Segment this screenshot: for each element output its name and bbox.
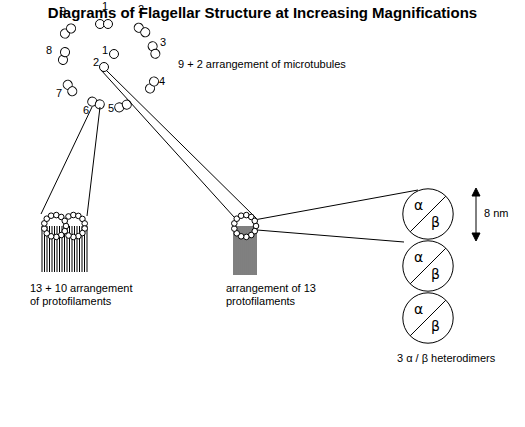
leader-line (257, 230, 404, 242)
subunit-label: α (414, 250, 423, 264)
callout-number: 9 (60, 5, 66, 18)
doublet (61, 78, 78, 97)
heterodimer-outline (402, 188, 454, 240)
tubule (139, 26, 152, 39)
part-label: arrangement of 13 protofilaments (226, 282, 326, 308)
heterodimer-circle: αβ (402, 188, 454, 240)
doublet (57, 47, 70, 66)
doublet-tube-walls (42, 226, 87, 272)
leader-line (107, 71, 257, 219)
doublet (132, 21, 151, 38)
subunit-label: β (431, 267, 440, 281)
doublet (144, 75, 160, 94)
protofilament-line (57, 226, 58, 272)
tubule (150, 48, 162, 60)
microtubule-ring (232, 212, 259, 239)
protofilament (48, 213, 54, 219)
callout-number: 2 (93, 56, 99, 69)
subunit-label: β (431, 215, 440, 229)
callout-number: 1 (102, 44, 108, 57)
protofilament-line (54, 226, 55, 272)
protofilament (238, 213, 244, 219)
microtubule-wall (234, 226, 256, 275)
callout-number: 6 (83, 104, 89, 117)
protofilament (252, 218, 258, 224)
tubule (60, 47, 71, 58)
protofilament-line (42, 226, 43, 272)
heterodimer-circle: αβ (402, 292, 454, 344)
arrow-head (472, 188, 480, 196)
protofilament (244, 234, 250, 240)
diagram-title: Diagrams of Flagellar Structure at Incre… (0, 4, 525, 21)
heterodimer-outline (402, 292, 454, 344)
protofilament-line (244, 226, 245, 275)
leader-line (87, 107, 100, 216)
part-label: 9 + 2 arrangement of microtubules (178, 58, 346, 71)
heterodimer-outline (402, 240, 454, 292)
doublet (86, 96, 105, 110)
heterodimer-circle: αβ (402, 240, 454, 292)
arrow-head (472, 233, 480, 241)
subunit-label: α (414, 198, 423, 212)
callout-number: 3 (160, 36, 166, 49)
microtubule-doublets (57, 20, 161, 114)
part-label: 13 + 10 arrangement of protofilaments (30, 282, 138, 308)
protofilament (62, 218, 68, 224)
callout-number: 2 (138, 3, 144, 16)
callout-number: 5 (108, 102, 114, 115)
tubule (121, 99, 133, 111)
protofilament-line (248, 226, 249, 275)
central-microtubule (110, 50, 119, 59)
subunit-divider (410, 300, 446, 336)
heterodimer-circle-outline (403, 241, 453, 291)
dimension-label: 8 nm (484, 207, 508, 220)
leader-line (101, 70, 234, 217)
protofilament-line (74, 226, 75, 272)
protofilament (54, 234, 60, 240)
callout-number: 7 (56, 87, 62, 100)
leader-line (254, 190, 418, 220)
tubule (65, 22, 78, 35)
dimension-arrow (472, 188, 480, 241)
subunit-divider (410, 196, 446, 232)
part-label: 3 α / β heterodimers (397, 352, 495, 365)
subunit-label: α (414, 302, 423, 316)
subunit-label: β (431, 319, 440, 333)
leader-line (41, 107, 92, 214)
a-tubule-ring (42, 212, 69, 239)
dimension-line (476, 193, 477, 236)
protofilament-line (52, 226, 53, 272)
tubule (148, 75, 160, 87)
callout-number: 4 (159, 75, 165, 88)
protofilament-line (87, 226, 88, 272)
callout-number: 1 (102, 0, 108, 13)
doublet (147, 40, 161, 59)
tubule (66, 85, 79, 98)
protofilament-line (72, 226, 73, 272)
leader-lines (41, 70, 418, 242)
heterodimer-circle-outline (403, 189, 453, 239)
protofilament-line (77, 226, 78, 272)
heterodimer-circle-outline (403, 293, 453, 343)
callout-number: 8 (46, 44, 52, 57)
protofilament-line (246, 226, 247, 275)
subunit-divider (410, 248, 446, 284)
doublet (59, 22, 78, 40)
